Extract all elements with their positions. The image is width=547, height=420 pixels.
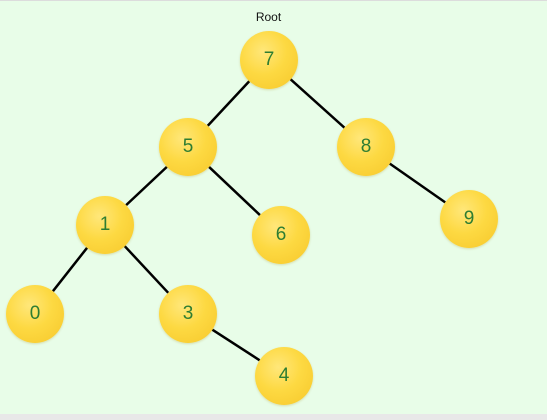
tree-node-9: 9 [440, 190, 498, 248]
node-value: 6 [275, 224, 287, 245]
node-value: 4 [278, 365, 290, 386]
tree-node-0: 0 [6, 285, 64, 343]
node-value: 9 [463, 208, 475, 229]
tree-node-3: 3 [159, 285, 217, 343]
node-value: 0 [29, 303, 41, 324]
tree-edge-7-8 [289, 78, 346, 129]
node-value: 1 [99, 214, 111, 235]
node-value: 8 [360, 136, 372, 157]
node-value: 5 [182, 136, 194, 157]
root-label: Root [255, 10, 282, 24]
tree-edge-7-5 [206, 80, 251, 127]
tree-edge-1-0 [51, 247, 89, 292]
node-value: 3 [182, 303, 194, 324]
tree-edge-3-4 [211, 328, 261, 362]
tree-edge-1-3 [123, 245, 170, 294]
tree-node-5: 5 [159, 118, 217, 176]
tree-edge-5-6 [208, 166, 261, 216]
tree-node-6: 6 [252, 206, 310, 264]
tree-node-1: 1 [76, 196, 134, 254]
node-value: 7 [263, 49, 275, 70]
tree-node-7: 7 [240, 31, 298, 89]
tree-edge-5-1 [125, 165, 168, 207]
tree-node-4: 4 [255, 347, 313, 405]
tree-node-8: 8 [337, 118, 395, 176]
tree-edge-8-9 [389, 162, 446, 204]
